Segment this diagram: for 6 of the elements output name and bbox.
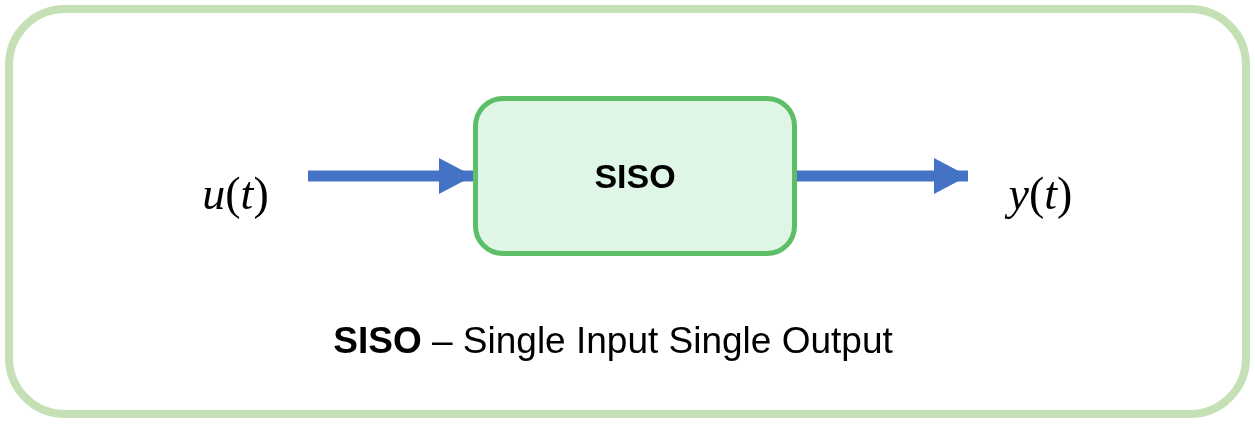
panel-label: SISO – Single Input Single Output — [332, 319, 894, 363]
panel — [5, 5, 1250, 418]
process-box: SISO — [473, 96, 797, 256]
arrow — [308, 158, 473, 194]
signal-label: u(t) — [202, 166, 269, 221]
arrow — [797, 158, 968, 194]
